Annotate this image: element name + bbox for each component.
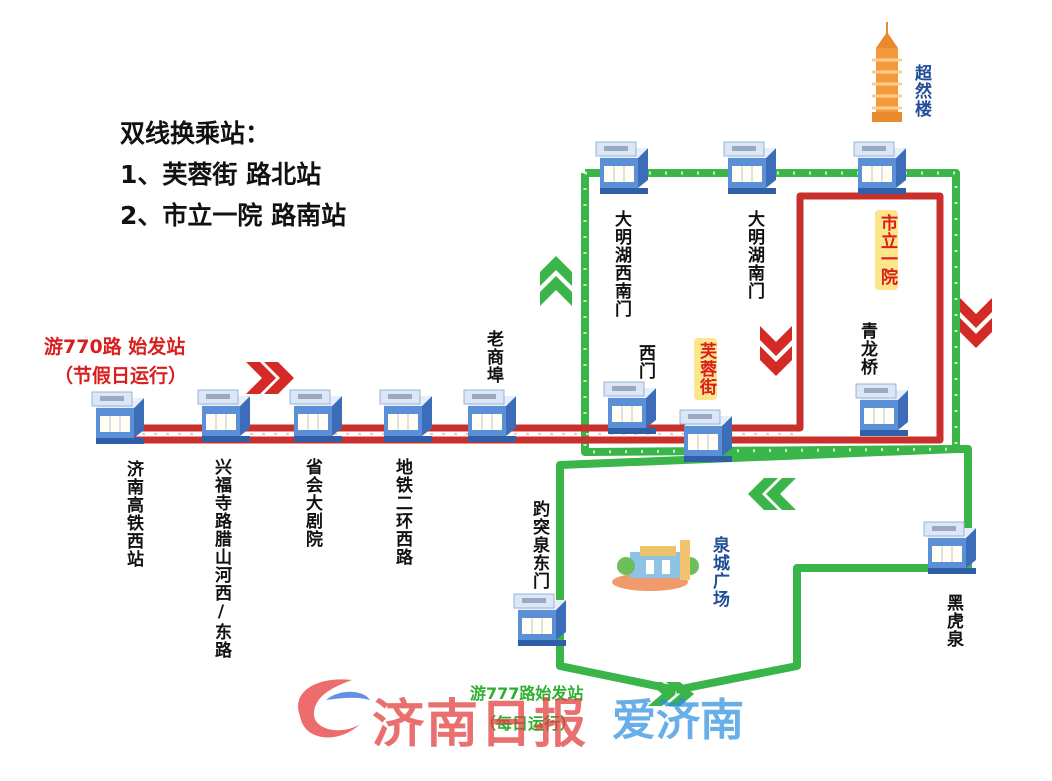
station-building-icon [723,141,777,195]
station-building-icon [463,389,517,443]
station-building-icon [595,141,649,195]
station-label-daminghu-s: 大明湖南门 [744,210,764,300]
direction-chevron-icon [748,478,796,510]
station-label-qinglong-bridge: 青龙桥 [857,322,877,376]
station-building-icon [923,521,977,575]
direction-chevron-icon [960,298,992,348]
station-label-jinan-west: 济南高铁西站 [123,460,143,568]
station-building-icon [289,389,343,443]
direction-chevron-icon [648,682,694,706]
station-building-icon [91,391,145,445]
station-label-ximen: 西门 [635,344,655,380]
direction-chevron-icon [760,326,792,376]
station-label-furongjie: 芙蓉街 [694,338,717,400]
pagoda-icon [872,22,902,122]
station-label-grand-theater: 省会大剧院 [302,458,322,548]
route-770-note: （节假日运行） [54,365,188,387]
station-building-icon [379,389,433,443]
station-label-metro-ring-west: 地铁二环西路 [392,458,412,566]
station-label-xingfusi: 兴福寺路腊山河西/东路 [211,458,231,659]
info-line-2: 2、市立一院 路南站 [120,201,347,230]
station-building-icon [603,381,657,435]
info-title: 双线换乘站： [120,119,271,148]
direction-chevron-icon [540,256,572,306]
route-777-note: （每日运行） [480,714,577,733]
info-line-1: 1、芙蓉街 路北站 [120,160,322,189]
station-label-laoshangbu: 老商埠 [483,330,503,384]
station-label-heihuquan: 黑虎泉 [943,594,963,648]
station-building-icon [197,389,251,443]
station-label-shili-yiyuan: 市立一院 [875,210,898,290]
station-label-daminghu-sw: 大明湖西南门 [611,210,631,318]
station-building-icon [855,383,909,437]
station-label-baotuquan-east: 趵突泉东门 [529,500,549,590]
newspaper-logo-icon [298,679,370,738]
route-777-label: 游777路始发站 [470,684,584,703]
route-770-label: 游770路 始发站 [44,336,186,358]
station-building-icon [513,593,567,647]
landmark-label-quancheng: 泉城广场 [709,536,729,608]
watermark-paper-name: 济南日报 [372,694,589,755]
station-building-icon [853,141,907,195]
direction-chevron-icon [246,362,294,394]
plaza-icon [612,540,699,591]
watermark-app-name: 爱济南 [612,695,744,746]
station-building-icon [679,409,733,463]
landmark-label-chaoran: 超然楼 [911,64,931,118]
